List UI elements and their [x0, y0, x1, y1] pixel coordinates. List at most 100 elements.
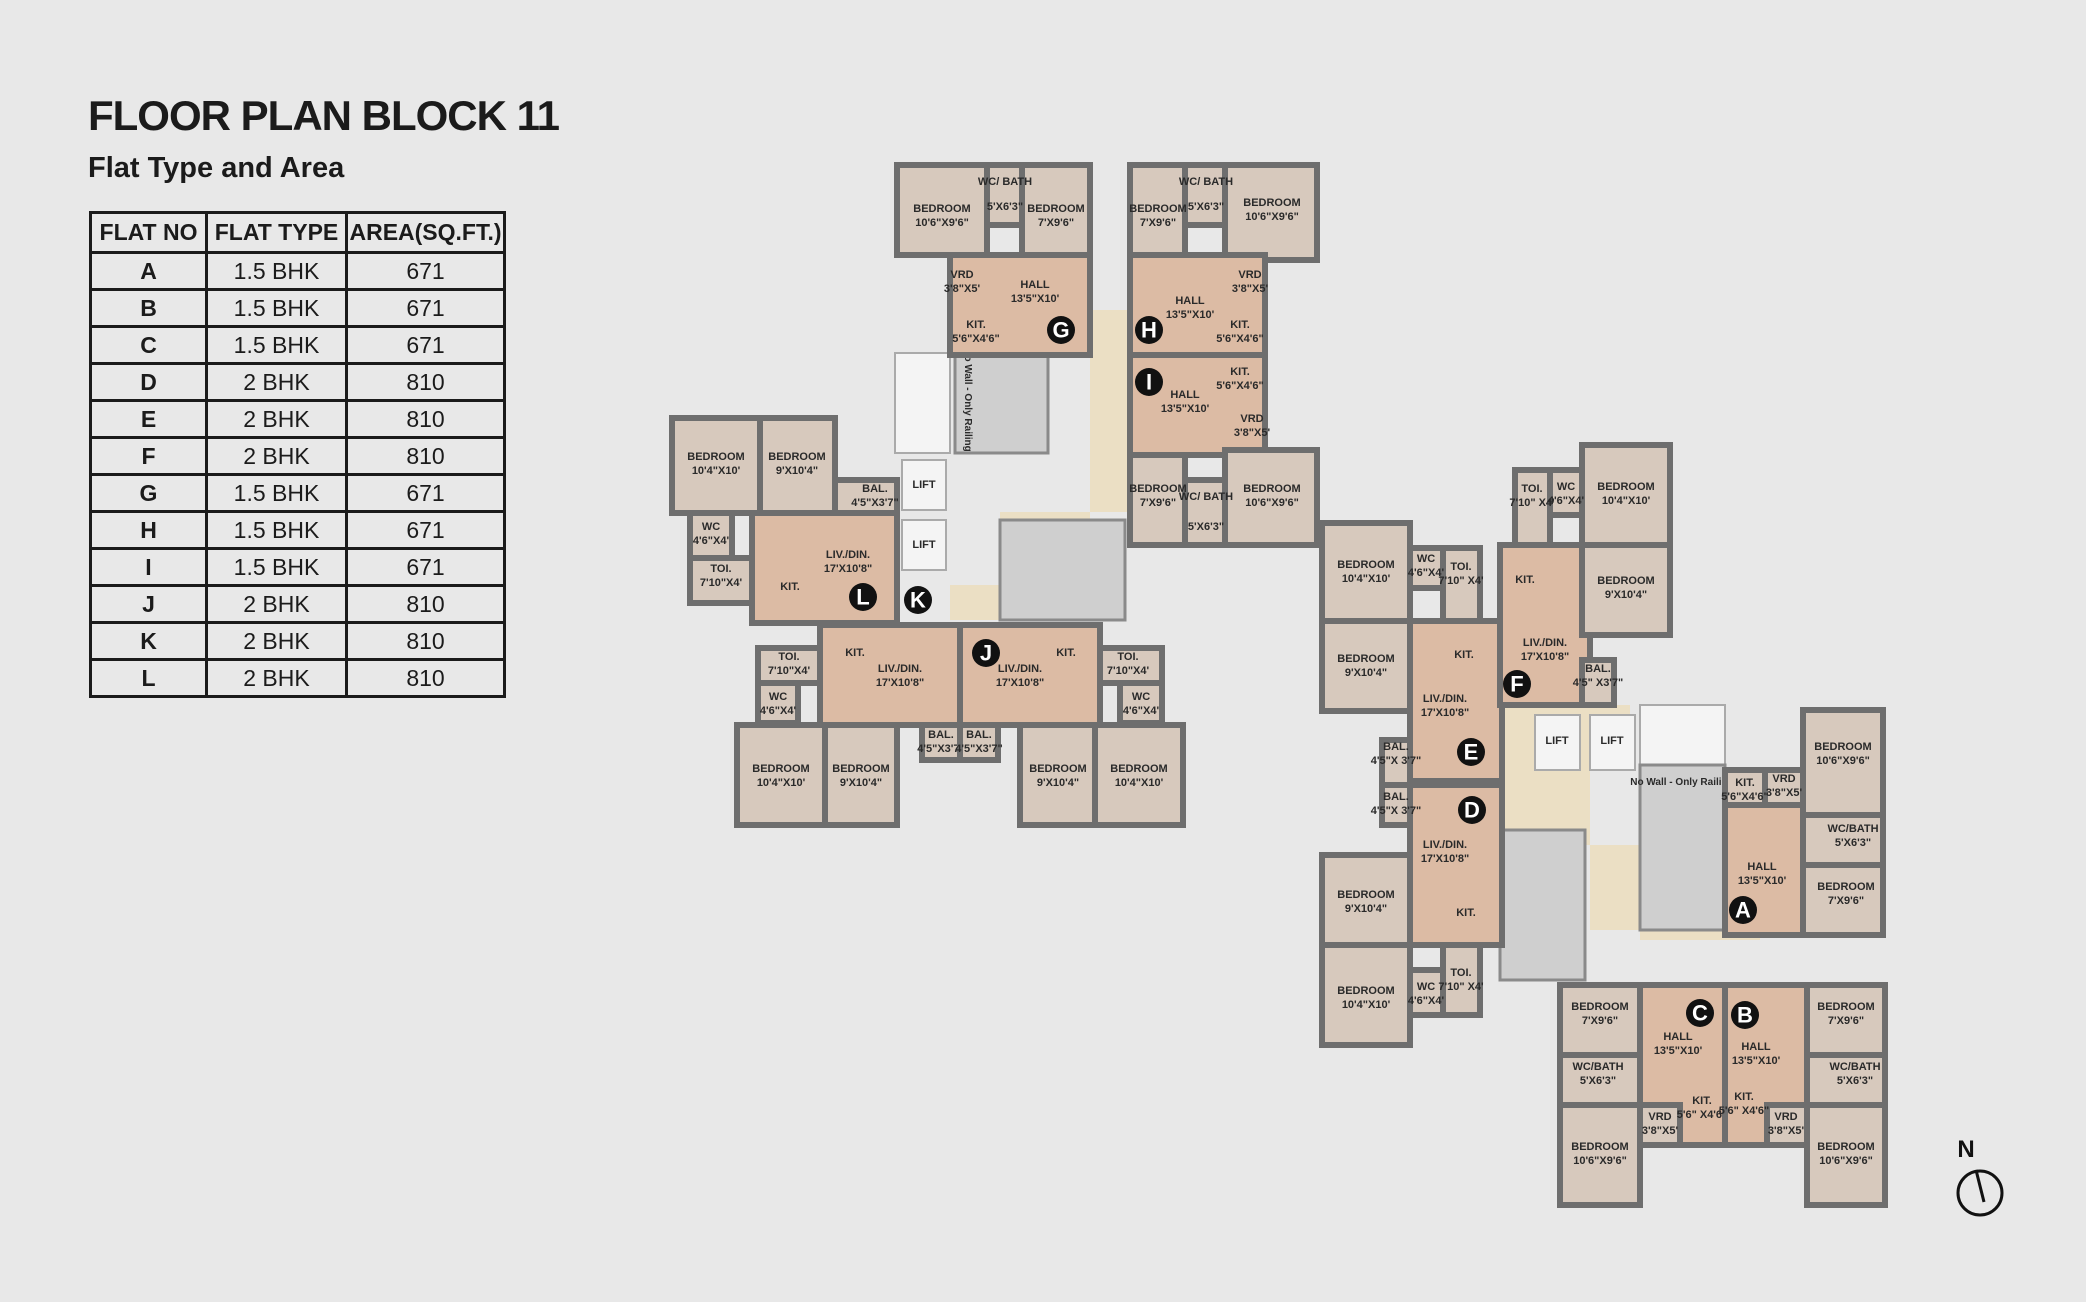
flat-i: KIT. 5'6"X4'6" HALL 13'5"X10' VRD 3'8"X5… [1127, 352, 1320, 548]
flat-marker-j [972, 639, 1000, 667]
room-label: BAL. [862, 483, 888, 495]
room-label: WC/BATH [1827, 823, 1878, 835]
room-label: BAL. [1383, 791, 1409, 803]
room-dim: 13'5"X10' [1161, 403, 1210, 415]
room-dim: 5'X6'3" [1188, 521, 1224, 533]
area-cell: 671 [345, 288, 506, 328]
room-label: KIT. [1454, 649, 1474, 661]
room-label: BEDROOM [1817, 1001, 1874, 1013]
room-label: BEDROOM [1129, 483, 1186, 495]
room-dim: 10'6"X9'6" [1245, 497, 1299, 509]
room-dim: 3'8"X5' [1234, 427, 1271, 439]
room-label: TOI. [1450, 967, 1471, 979]
room-label: TOI. [1450, 561, 1471, 573]
compass-needle [1974, 1169, 1986, 1203]
room-label: WC [1132, 691, 1150, 703]
room-dim: 5'6" X4'6" [1719, 1105, 1770, 1117]
room-dim: 4'5"X 3'7" [1371, 755, 1422, 767]
room-label: BEDROOM [752, 763, 809, 775]
area-cell: 810 [345, 621, 506, 661]
room-dim: 13'5"X10' [1738, 875, 1787, 887]
flat-marker-l [849, 583, 877, 611]
room-label: KIT. [1734, 1091, 1754, 1103]
column-header-flat-type: FLAT TYPE [205, 211, 348, 254]
table-header-row: FLAT NO FLAT TYPE AREA(SQ.FT.) [89, 211, 506, 254]
flat-a: BEDROOM 10'6"X9'6" KIT. 5'6"X4'6" VRD 3'… [1721, 707, 1886, 938]
flat-h: BEDROOM 7'X9'6" WC/ BATH 5'X6'3" BEDROOM… [1127, 162, 1320, 358]
room-dim: 7'10" X4' [1509, 497, 1555, 509]
area-cell: 671 [345, 510, 506, 550]
room-label: VRD [1238, 269, 1261, 281]
room-label: WC [1417, 981, 1435, 993]
room-label: KIT. [1230, 366, 1250, 378]
room-dim: 3'8"X5' [1642, 1125, 1679, 1137]
room-dim: 5'X6'3" [1188, 201, 1224, 213]
area-cell: 671 [345, 547, 506, 587]
room-dim: 5'X6'3" [987, 201, 1023, 213]
room-dim: 5'X6'3" [1580, 1075, 1616, 1087]
lift-label: LIFT [912, 479, 935, 491]
room-label: BEDROOM [1337, 889, 1394, 901]
room-dim: 7'X9'6" [1582, 1015, 1618, 1027]
area-cell: 810 [345, 399, 506, 439]
area-cell: 810 [345, 362, 506, 402]
flat-no-cell: J [89, 584, 208, 624]
staircase [1498, 828, 1587, 982]
flat-k: TOI. 7'10"X4' WC 4'6"X4' KIT. LIV./DIN. … [734, 622, 965, 828]
room-label: HALL [1747, 861, 1777, 873]
room-dim: 10'4"X10' [1342, 573, 1391, 585]
flat-type-cell: 2 BHK [205, 436, 348, 476]
room-label: BAL. [928, 729, 954, 741]
table-subtitle: Flat Type and Area [88, 152, 345, 184]
flat-marker-g [1047, 316, 1075, 344]
room-dim: 7'X9'6" [1140, 497, 1176, 509]
flat-marker-a [1729, 896, 1757, 924]
flat-type-cell: 2 BHK [205, 621, 348, 661]
lift-label: LIFT [1545, 735, 1568, 747]
flat-l: BEDROOM 10'4"X10' BEDROOM 9'X10'4" WC 4'… [669, 415, 900, 626]
area-cell: 810 [345, 658, 506, 698]
flat-marker-c-label: C [1692, 1001, 1708, 1026]
flat-marker-b [1731, 1001, 1759, 1029]
room-label: WC/ BATH [978, 176, 1032, 188]
room-label: KIT. [1735, 777, 1755, 789]
flat-no-cell: G [89, 473, 208, 513]
room-label: BEDROOM [1029, 763, 1086, 775]
room-label: HALL [1663, 1031, 1693, 1043]
room-dim: 10'4"X10' [1342, 999, 1391, 1011]
room-dim: 3'8"X5' [944, 283, 981, 295]
room-label: LIV./DIN. [1423, 693, 1467, 705]
room-dim: 17'X10'8" [876, 677, 924, 689]
flat-marker-f-label: F [1510, 672, 1523, 697]
flat-marker-d [1458, 796, 1486, 824]
room-dim: 10'4"X10' [1602, 495, 1651, 507]
railing-void [1639, 704, 1726, 766]
area-cell: 671 [345, 325, 506, 365]
flat-no-cell: E [89, 399, 208, 439]
room-label: BEDROOM [1243, 483, 1300, 495]
flat-no-cell: L [89, 658, 208, 698]
north-label: N [1957, 1136, 1974, 1163]
flat-type-cell: 1.5 BHK [205, 473, 348, 513]
room-label: TOI. [710, 563, 731, 575]
flat-marker-b-label: B [1737, 1003, 1753, 1028]
flat-no-cell: B [89, 288, 208, 328]
room-dim: 7'X9'6" [1140, 217, 1176, 229]
room-label: TOI. [778, 651, 799, 663]
room-label: BEDROOM [1243, 197, 1300, 209]
room-label: WC [769, 691, 787, 703]
room-label: WC/ BATH [1179, 491, 1233, 503]
room-dim: 7'10" X4' [1438, 575, 1484, 587]
room-label: TOI. [1521, 483, 1542, 495]
room-dim: 10'4"X10' [1115, 777, 1164, 789]
flat-type-cell: 1.5 BHK [205, 325, 348, 365]
lift-shaft [1589, 714, 1636, 771]
flat-d: BAL. 4'5"X 3'7" LIV./DIN. 17'X10'8" BEDR… [1319, 782, 1505, 1048]
room-dim: 7'10"X4' [700, 577, 743, 589]
